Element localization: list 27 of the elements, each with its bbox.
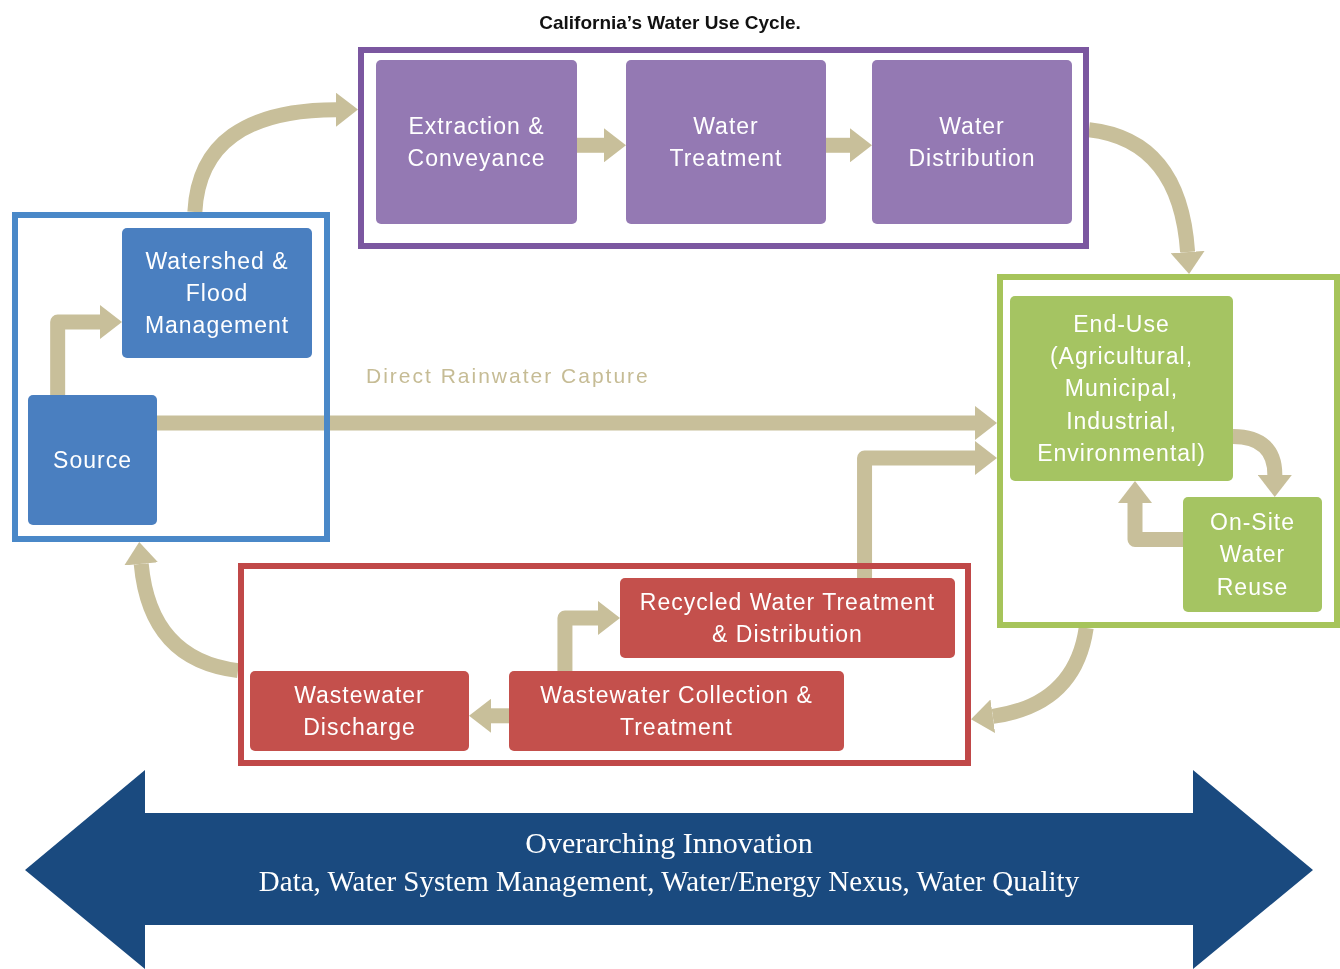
process-box: On-Site Water Reuse <box>1183 497 1322 612</box>
process-box: Water Treatment <box>626 60 826 224</box>
group-frame <box>12 212 330 542</box>
process-box: Extraction & Conveyance <box>376 60 577 224</box>
arrow <box>1087 122 1205 274</box>
process-box: Water Distribution <box>872 60 1072 224</box>
process-box: End-Use (Agricultural, Municipal, Industrial, Environmental) <box>1010 296 1233 481</box>
process-box: Wastewater Collection & Treatment <box>509 671 844 751</box>
arrow <box>577 128 626 163</box>
arrow <box>971 626 1094 734</box>
group-frame <box>358 47 1089 249</box>
arrow <box>469 698 509 733</box>
arrow <box>124 542 240 678</box>
banner-heading: Overarching Innovation <box>524 826 814 860</box>
banner-text: Data, Water System Management, Water/Energy Nexus, Water Quality <box>257 865 1081 898</box>
group-frame <box>997 274 1340 628</box>
group-frame <box>238 563 971 766</box>
diagram-title: California’s Water Use Cycle. <box>538 12 802 34</box>
arrow <box>826 128 872 163</box>
arrow <box>50 305 122 395</box>
arrow <box>187 92 358 213</box>
process-box: Source <box>28 395 157 525</box>
process-box: Recycled Water Treatment & Distribution <box>620 578 955 658</box>
arrow <box>857 441 997 578</box>
process-box: Watershed & Flood Management <box>122 228 312 358</box>
process-box: Wastewater Discharge <box>250 671 469 751</box>
arrow <box>157 405 997 440</box>
